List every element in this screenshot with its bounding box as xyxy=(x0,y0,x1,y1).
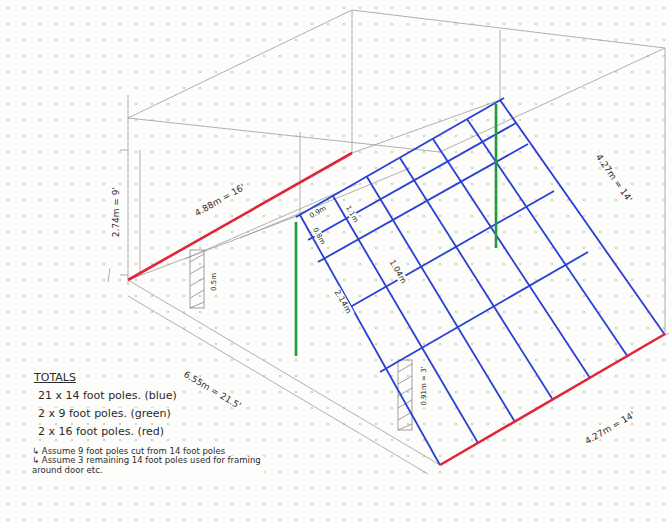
assumption-note: ↳ Assume 3 remaining 14 foot poles used … xyxy=(30,456,264,476)
red-poles xyxy=(128,153,665,465)
dimension-label: 0.91m = 3' xyxy=(420,364,428,407)
dimension-label: 2.74m = 9' xyxy=(111,185,121,239)
totals-line: 21 x 14 foot poles. (blue) xyxy=(36,390,179,403)
totals-line: 2 x 16 foot poles. (red) xyxy=(36,426,166,439)
totals-heading: TOTALS xyxy=(32,372,78,385)
totals-line: 2 x 9 foot poles. (green) xyxy=(36,408,173,421)
pencil-construction xyxy=(108,10,669,474)
green-poles xyxy=(296,104,496,356)
dimension-label: 0.5m xyxy=(210,271,218,293)
